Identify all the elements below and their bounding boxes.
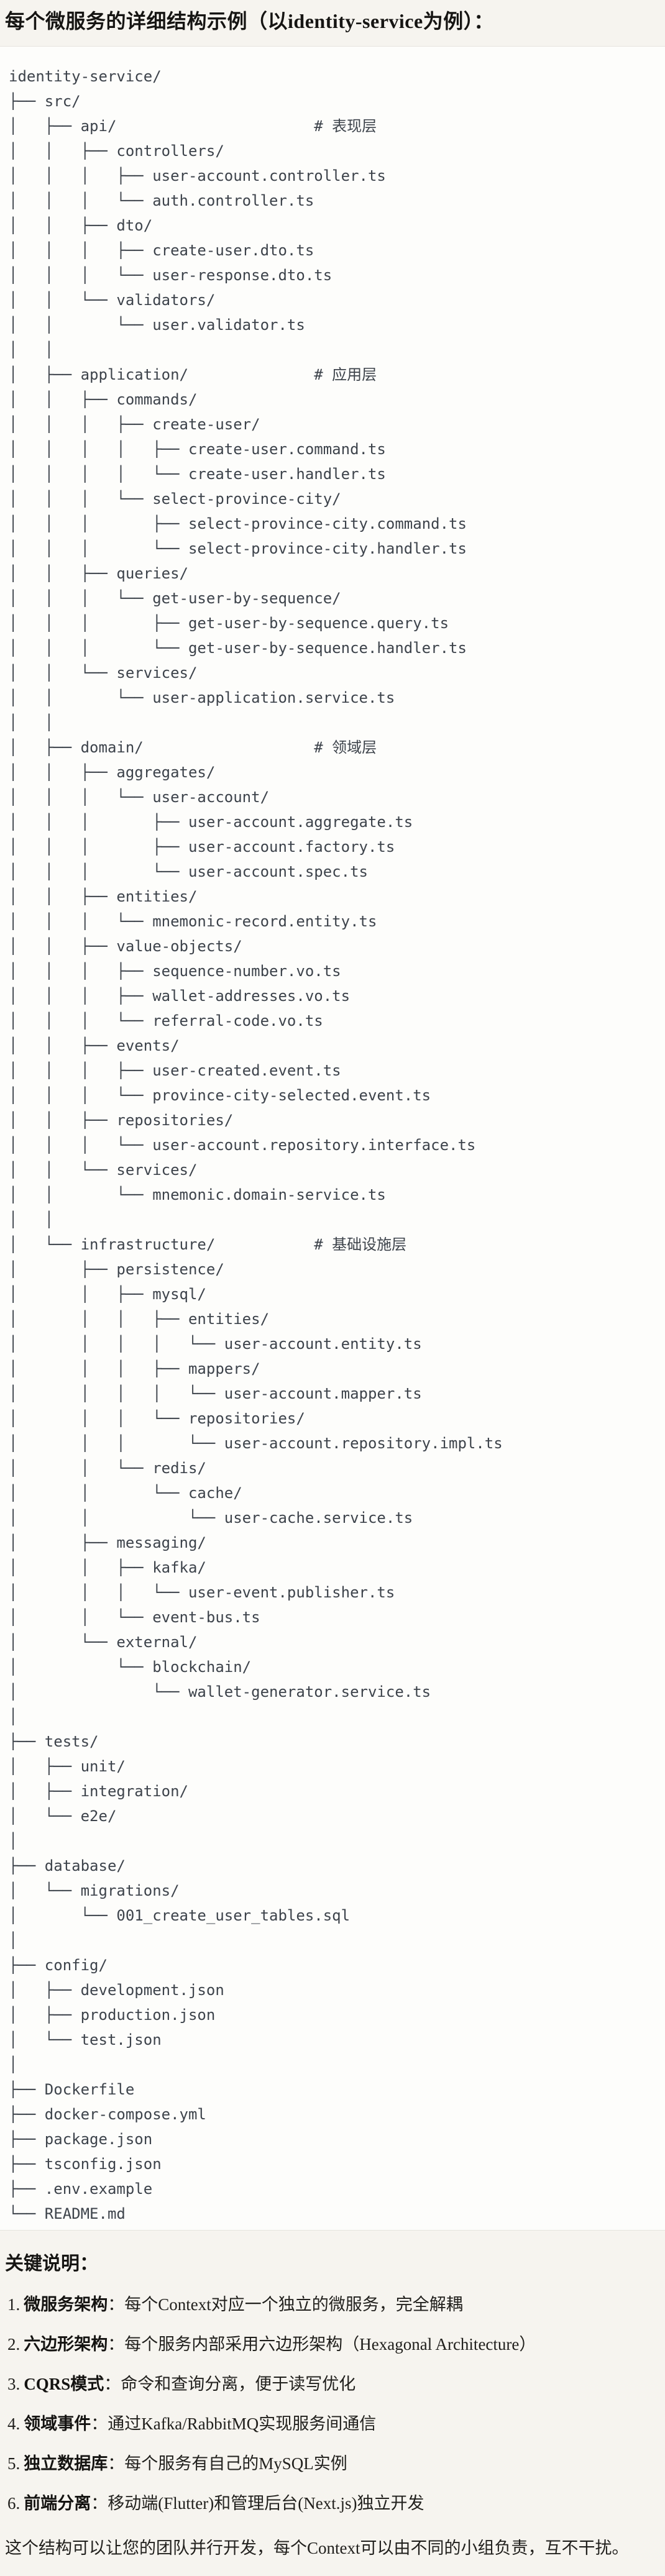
note-number: 1. <box>7 2295 21 2314</box>
note-term: CQRS模式 <box>24 2375 104 2393</box>
note-number: 6. <box>7 2494 21 2513</box>
page-title: 每个微服务的详细结构示例（以identity-service为例）： <box>5 10 494 32</box>
directory-tree: identity-service/ ├── src/ │ ├── api/ # … <box>9 68 503 2222</box>
note-description: ：每个服务内部采用六边形架构（Hexagonal Architecture） <box>108 2335 536 2354</box>
notes-section: 关键说明： 1.微服务架构：每个Context对应一个独立的微服务，完全解耦 2… <box>0 2253 665 2576</box>
note-term: 六边形架构 <box>24 2335 108 2354</box>
note-term: 前端分离 <box>24 2494 91 2513</box>
notes-heading: 关键说明： <box>5 2254 98 2274</box>
note-description: ：通过Kafka/RabbitMQ实现服务间通信 <box>91 2414 377 2433</box>
note-description: ：移动端(Flutter)和管理后台(Next.js)独立开发 <box>91 2494 424 2513</box>
note-item: 4.领域事件：通过Kafka/RabbitMQ实现服务间通信 <box>5 2412 660 2436</box>
note-item: 6.前端分离：移动端(Flutter)和管理后台(Next.js)独立开发 <box>5 2492 660 2515</box>
note-number: 2. <box>7 2335 21 2354</box>
closing-paragraph: 这个结构可以让您的团队并行开发，每个Context可以由不同的小组负责，互不干扰… <box>5 2539 629 2557</box>
note-number: 4. <box>7 2414 21 2433</box>
note-item: 5.独立数据库：每个服务有自己的MySQL实例 <box>5 2452 660 2475</box>
note-term: 独立数据库 <box>24 2454 108 2473</box>
note-item: 2.六边形架构：每个服务内部采用六边形架构（Hexagonal Architec… <box>5 2332 660 2356</box>
note-item: 3.CQRS模式：命令和查询分离，便于读写优化 <box>5 2372 660 2396</box>
note-description: ：每个Context对应一个独立的微服务，完全解耦 <box>108 2295 463 2314</box>
note-description: ：每个服务有自己的MySQL实例 <box>108 2454 347 2473</box>
note-number: 5. <box>7 2454 21 2473</box>
note-term: 领域事件 <box>24 2414 91 2433</box>
note-number: 3. <box>7 2375 21 2393</box>
note-item: 1.微服务架构：每个Context对应一个独立的微服务，完全解耦 <box>5 2293 660 2316</box>
note-term: 微服务架构 <box>24 2295 108 2314</box>
code-block: identity-service/ ├── src/ │ ├── api/ # … <box>0 46 665 2231</box>
note-description: ：命令和查询分离，便于读写优化 <box>104 2375 356 2393</box>
